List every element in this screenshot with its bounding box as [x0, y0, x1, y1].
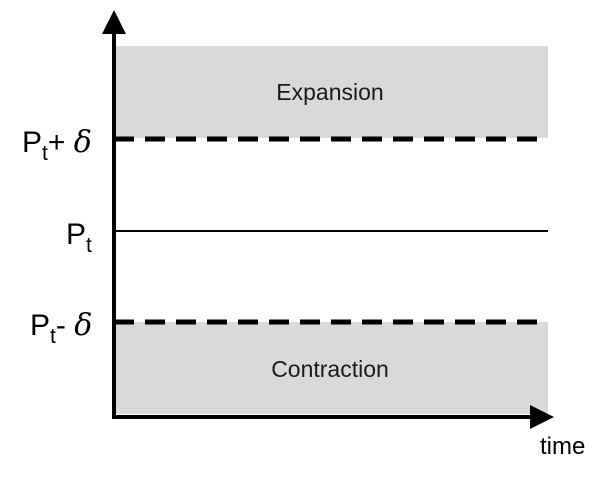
- expansion-label: Expansion: [276, 79, 383, 105]
- contraction-label: Contraction: [271, 356, 389, 382]
- lower-threshold-label: Pt- δ: [30, 308, 92, 348]
- upper-price-subscript: t: [42, 142, 48, 165]
- middle-price-subscript: t: [86, 234, 92, 257]
- upper-operator: +: [48, 126, 74, 159]
- lower-delta-symbol: δ: [74, 308, 92, 343]
- lower-price-subscript: t: [50, 325, 56, 348]
- price-label: Pt: [66, 218, 92, 257]
- middle-price-symbol: P: [66, 218, 86, 251]
- time-axis-label: time: [540, 433, 585, 460]
- expansion-region: [114, 46, 548, 138]
- contraction-region: [114, 322, 548, 414]
- lower-operator: -: [56, 309, 74, 342]
- lower-price-symbol: P: [30, 309, 50, 342]
- upper-price-symbol: P: [22, 126, 42, 159]
- upper-threshold-label: Pt+ δ: [22, 125, 92, 165]
- upper-delta-symbol: δ: [74, 125, 92, 160]
